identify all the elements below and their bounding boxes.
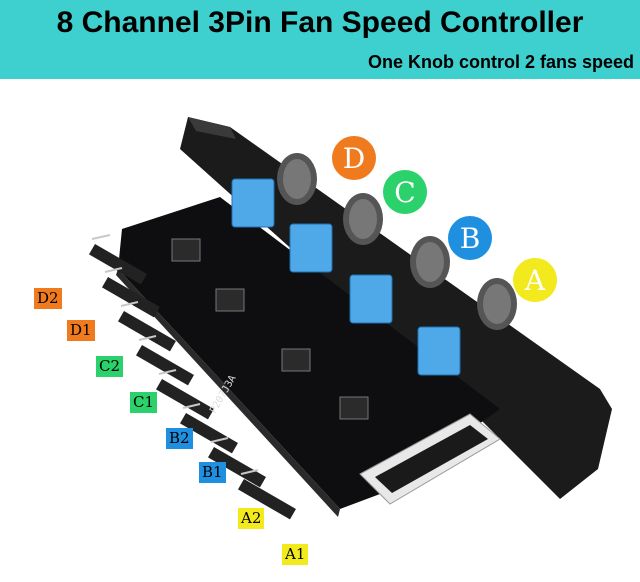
port-label-b1: B1 bbox=[199, 462, 226, 483]
port-label-a1: A1 bbox=[282, 544, 309, 565]
knob-label-a-text: A bbox=[524, 263, 546, 297]
product-photo: P207J3A bbox=[89, 117, 612, 520]
fan-headers bbox=[89, 244, 296, 520]
mounting-bracket bbox=[180, 117, 612, 499]
knob-label-d: D bbox=[332, 136, 376, 180]
header-banner bbox=[0, 0, 640, 79]
knob-label-a: A bbox=[513, 258, 557, 302]
header-pins bbox=[91, 234, 259, 475]
port-label-a2: A2 bbox=[238, 508, 265, 529]
port-label-b2: B2 bbox=[166, 428, 193, 449]
port-label-d1: D1 bbox=[67, 320, 95, 341]
chips bbox=[171, 238, 369, 420]
knob-label-b-text: B bbox=[459, 221, 481, 255]
knob-label-b: B bbox=[448, 216, 492, 260]
product-title: 8 Channel 3Pin Fan Speed Controller bbox=[56, 6, 584, 39]
port-label-c1: C1 bbox=[130, 392, 158, 413]
knob-label-c: C bbox=[383, 170, 427, 214]
product-subtitle: One Knob control 2 fans speed bbox=[367, 52, 634, 72]
port-label-c2: C2 bbox=[96, 356, 124, 377]
knobs bbox=[277, 153, 517, 330]
potentiometers bbox=[231, 178, 461, 376]
knob-label-c-text: C bbox=[394, 175, 416, 209]
knob-label-d-text: D bbox=[342, 141, 366, 175]
port-label-d2: D2 bbox=[34, 288, 62, 309]
